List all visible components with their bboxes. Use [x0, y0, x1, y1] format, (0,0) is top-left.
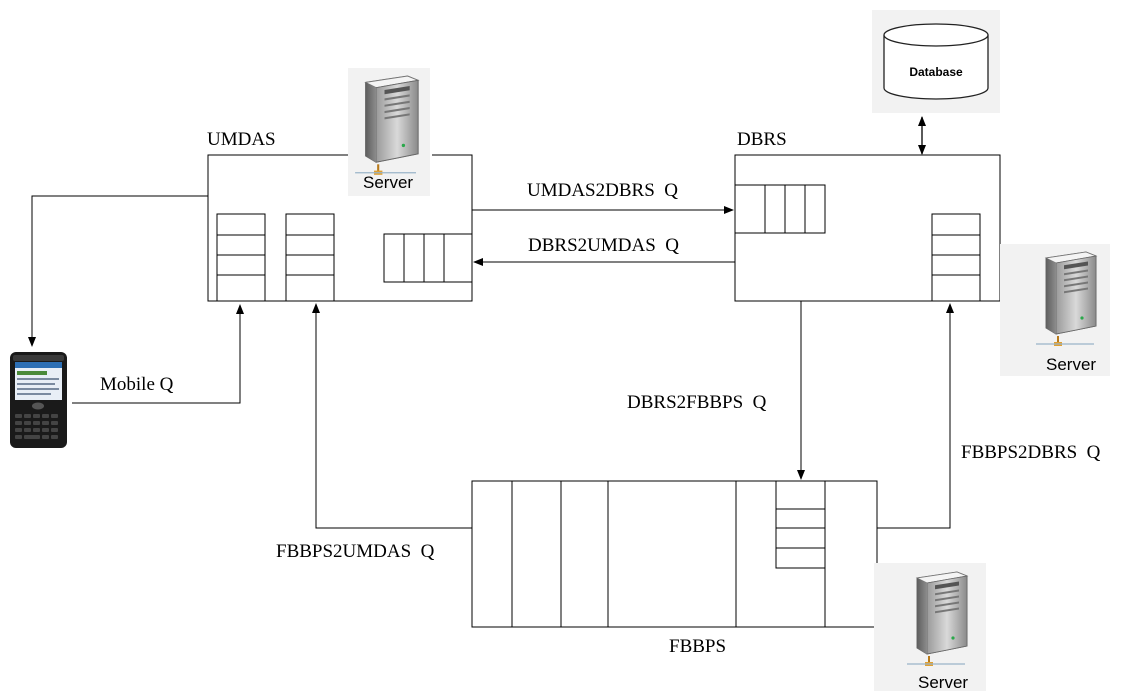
umdas-queue-3	[383, 233, 473, 283]
umdas-queue-2	[285, 213, 335, 302]
mobile-phone-icon	[10, 352, 67, 448]
dbrs-component: DBRS	[734, 129, 1001, 302]
fbbps-component	[471, 480, 878, 628]
dbrs-server-label: Server	[1046, 355, 1096, 374]
database-icon: Database	[872, 10, 1000, 113]
umdas2dbrs-label: UMDAS2DBRS Q	[527, 180, 678, 201]
umdas-label: UMDAS	[207, 129, 276, 150]
mobile-queue-label: Mobile Q	[100, 374, 174, 395]
dbrs2fbbps-label: DBRS2FBBPS Q	[627, 392, 767, 413]
umdas-queue-1	[216, 213, 266, 302]
umdas-to-mobile-connector	[28, 195, 208, 347]
fbbps-server: Server	[874, 563, 986, 691]
dbrs2umdas-label: DBRS2UMDAS Q	[528, 235, 679, 256]
fbbps2umdas-label: FBBPS2UMDAS Q	[276, 541, 435, 562]
fbbps-label: FBBPS	[669, 636, 726, 657]
dbrs-queue-1	[734, 184, 826, 234]
mobile-queue-connector	[72, 304, 244, 404]
dbrs-queue-2	[931, 213, 981, 302]
dbrs-label: DBRS	[737, 129, 787, 150]
fbbps-server-label: Server	[918, 673, 968, 691]
database-label: Database	[909, 65, 963, 79]
fbbps2dbrs-connector	[877, 303, 954, 529]
umdas-server-label: Server	[363, 173, 413, 192]
fbbps-queue	[775, 480, 826, 569]
umdas-component: UMDAS	[207, 129, 473, 302]
umdas-server: Server	[348, 68, 430, 196]
fbbps2dbrs-label: FBBPS2DBRS Q	[961, 442, 1101, 463]
fbbps2umdas-connector	[312, 303, 472, 529]
dbrs-server: Server	[1000, 244, 1110, 376]
